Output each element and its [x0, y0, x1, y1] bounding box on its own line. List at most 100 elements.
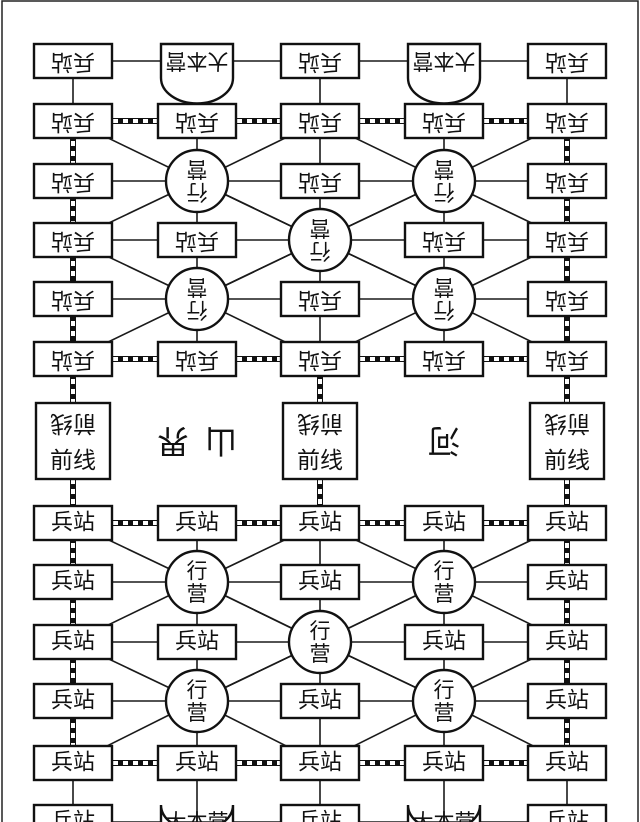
top-pos-r5-c3[interactable]: [403, 340, 485, 378]
bottom-pos-r0-c1[interactable]: [156, 504, 238, 542]
svg-text:兵站: 兵站: [298, 511, 342, 536]
top-pos-r2-c1-label: 行营: [187, 157, 208, 204]
bottom-pos-r5-c0[interactable]: [32, 803, 114, 822]
bottom-pos-r2-c0-label: 兵站: [51, 630, 95, 655]
top-pos-r4-c4[interactable]: [526, 280, 608, 318]
svg-text:兵站: 兵站: [51, 49, 95, 74]
svg-text:兵站: 兵站: [51, 109, 95, 134]
bottom-pos-r2-c2[interactable]: [287, 609, 353, 675]
svg-text:兵站: 兵站: [175, 109, 219, 134]
top-pos-r2-c3-label: 行营: [434, 157, 455, 204]
top-pos-r4-c2-label: 兵站: [298, 287, 342, 312]
top-pos-r2-c0-label: 兵站: [51, 169, 95, 194]
top-pos-r3-c3[interactable]: [403, 221, 485, 259]
top-pos-r2-c1[interactable]: [164, 148, 230, 214]
bottom-pos-r1-c1[interactable]: [164, 549, 230, 615]
bottom-pos-r1-c2[interactable]: [279, 563, 361, 601]
svg-text:兵站: 兵站: [545, 49, 589, 74]
bottom-pos-r2-c0[interactable]: [32, 623, 114, 661]
bottom-pos-r4-c2[interactable]: [279, 744, 361, 782]
bottom-pos-r0-c2[interactable]: [279, 504, 361, 542]
bottom-pos-r2-c1[interactable]: [156, 623, 238, 661]
bottom-pos-r0-c3-label: 兵站: [422, 511, 466, 536]
bottom-pos-r0-c0-label: 兵站: [51, 511, 95, 536]
top-pos-r5-c1[interactable]: [156, 340, 238, 378]
front-line-box-4[interactable]: [528, 401, 606, 481]
bottom-pos-r4-c3[interactable]: [403, 744, 485, 782]
top-pos-r1-c4[interactable]: [526, 102, 608, 140]
top-pos-r1-c1[interactable]: [156, 102, 238, 140]
svg-text:界: 界: [157, 422, 189, 460]
top-pos-r2-c2-label: 兵站: [298, 169, 342, 194]
bottom-pos-r2-c4[interactable]: [526, 623, 608, 661]
top-pos-r3-c1[interactable]: [156, 221, 238, 259]
svg-text:兵站: 兵站: [422, 347, 466, 372]
top-pos-r0-c4[interactable]: [526, 42, 608, 80]
top-pos-r1-c3[interactable]: [403, 102, 485, 140]
board-positions[interactable]: [32, 42, 608, 822]
svg-text:前线: 前线: [50, 410, 96, 436]
svg-text:兵站: 兵站: [175, 347, 219, 372]
bottom-pos-r4-c1-label: 兵站: [175, 751, 219, 776]
bottom-pos-r4-c4[interactable]: [526, 744, 608, 782]
bottom-pos-r1-c3[interactable]: [411, 549, 477, 615]
bottom-pos-r3-c2[interactable]: [279, 682, 361, 720]
bottom-pos-r5-c4[interactable]: [526, 803, 608, 822]
bottom-pos-r3-c1-label: 行营: [187, 678, 208, 725]
top-pos-r4-c1[interactable]: [164, 266, 230, 332]
bottom-pos-r5-c3[interactable]: [406, 804, 482, 822]
top-pos-r2-c2[interactable]: [279, 162, 361, 200]
top-pos-r1-c2[interactable]: [279, 102, 361, 140]
bottom-pos-r2-c1-label: 兵站: [175, 630, 219, 655]
svg-text:兵站: 兵站: [545, 689, 589, 714]
top-pos-r2-c4[interactable]: [526, 162, 608, 200]
bottom-pos-r0-c4[interactable]: [526, 504, 608, 542]
bottom-pos-r1-c4[interactable]: [526, 563, 608, 601]
top-pos-r3-c4[interactable]: [526, 221, 608, 259]
bottom-pos-r3-c0[interactable]: [32, 682, 114, 720]
bottom-pos-r2-c3[interactable]: [403, 623, 485, 661]
top-pos-r4-c0[interactable]: [32, 280, 114, 318]
svg-text:营: 营: [434, 701, 455, 725]
bottom-pos-r4-c0[interactable]: [32, 744, 114, 782]
svg-text:兵站: 兵站: [422, 751, 466, 776]
bottom-pos-r5-c2[interactable]: [279, 803, 361, 822]
bottom-pos-r4-c1[interactable]: [156, 744, 238, 782]
top-pos-r5-c2-label: 兵站: [298, 347, 342, 372]
bottom-pos-r5-c1[interactable]: [159, 804, 235, 822]
top-pos-r2-c0[interactable]: [32, 162, 114, 200]
svg-text:营: 营: [187, 157, 208, 181]
top-pos-r3-c0[interactable]: [32, 221, 114, 259]
bottom-pos-r3-c1[interactable]: [164, 668, 230, 734]
top-pos-r0-c2[interactable]: [279, 42, 361, 80]
svg-text:兵站: 兵站: [422, 630, 466, 655]
svg-text:兵站: 兵站: [545, 630, 589, 655]
bottom-pos-r3-c4[interactable]: [526, 682, 608, 720]
svg-text:前线: 前线: [544, 410, 590, 436]
top-pos-r0-c0[interactable]: [32, 42, 114, 80]
bottom-pos-r3-c3[interactable]: [411, 668, 477, 734]
top-pos-r0-c1-label: 大本营: [166, 49, 229, 73]
bottom-pos-r0-c0[interactable]: [32, 504, 114, 542]
front-line-box-2[interactable]: [281, 401, 359, 481]
top-pos-r2-c3[interactable]: [411, 148, 477, 214]
top-pos-r5-c0[interactable]: [32, 340, 114, 378]
top-pos-r4-c3[interactable]: [411, 266, 477, 332]
svg-text:前线: 前线: [544, 448, 590, 474]
bottom-pos-r1-c0[interactable]: [32, 563, 114, 601]
svg-text:营: 营: [187, 275, 208, 299]
front-line-box-0[interactable]: [34, 401, 112, 481]
top-pos-r5-c3-label: 兵站: [422, 347, 466, 372]
top-pos-r1-c0[interactable]: [32, 102, 114, 140]
top-pos-r3-c2[interactable]: [287, 207, 353, 273]
top-pos-r1-c4-label: 兵站: [545, 109, 589, 134]
svg-text:兵站: 兵站: [51, 810, 95, 822]
svg-text:兵站: 兵站: [175, 751, 219, 776]
bottom-pos-r0-c3[interactable]: [403, 504, 485, 542]
top-pos-r4-c1-label: 行营: [187, 275, 208, 322]
top-pos-r4-c2[interactable]: [279, 280, 361, 318]
top-pos-r5-c4[interactable]: [526, 340, 608, 378]
top-pos-r5-c2[interactable]: [279, 340, 361, 378]
bottom-pos-r4-c2-label: 兵站: [298, 751, 342, 776]
